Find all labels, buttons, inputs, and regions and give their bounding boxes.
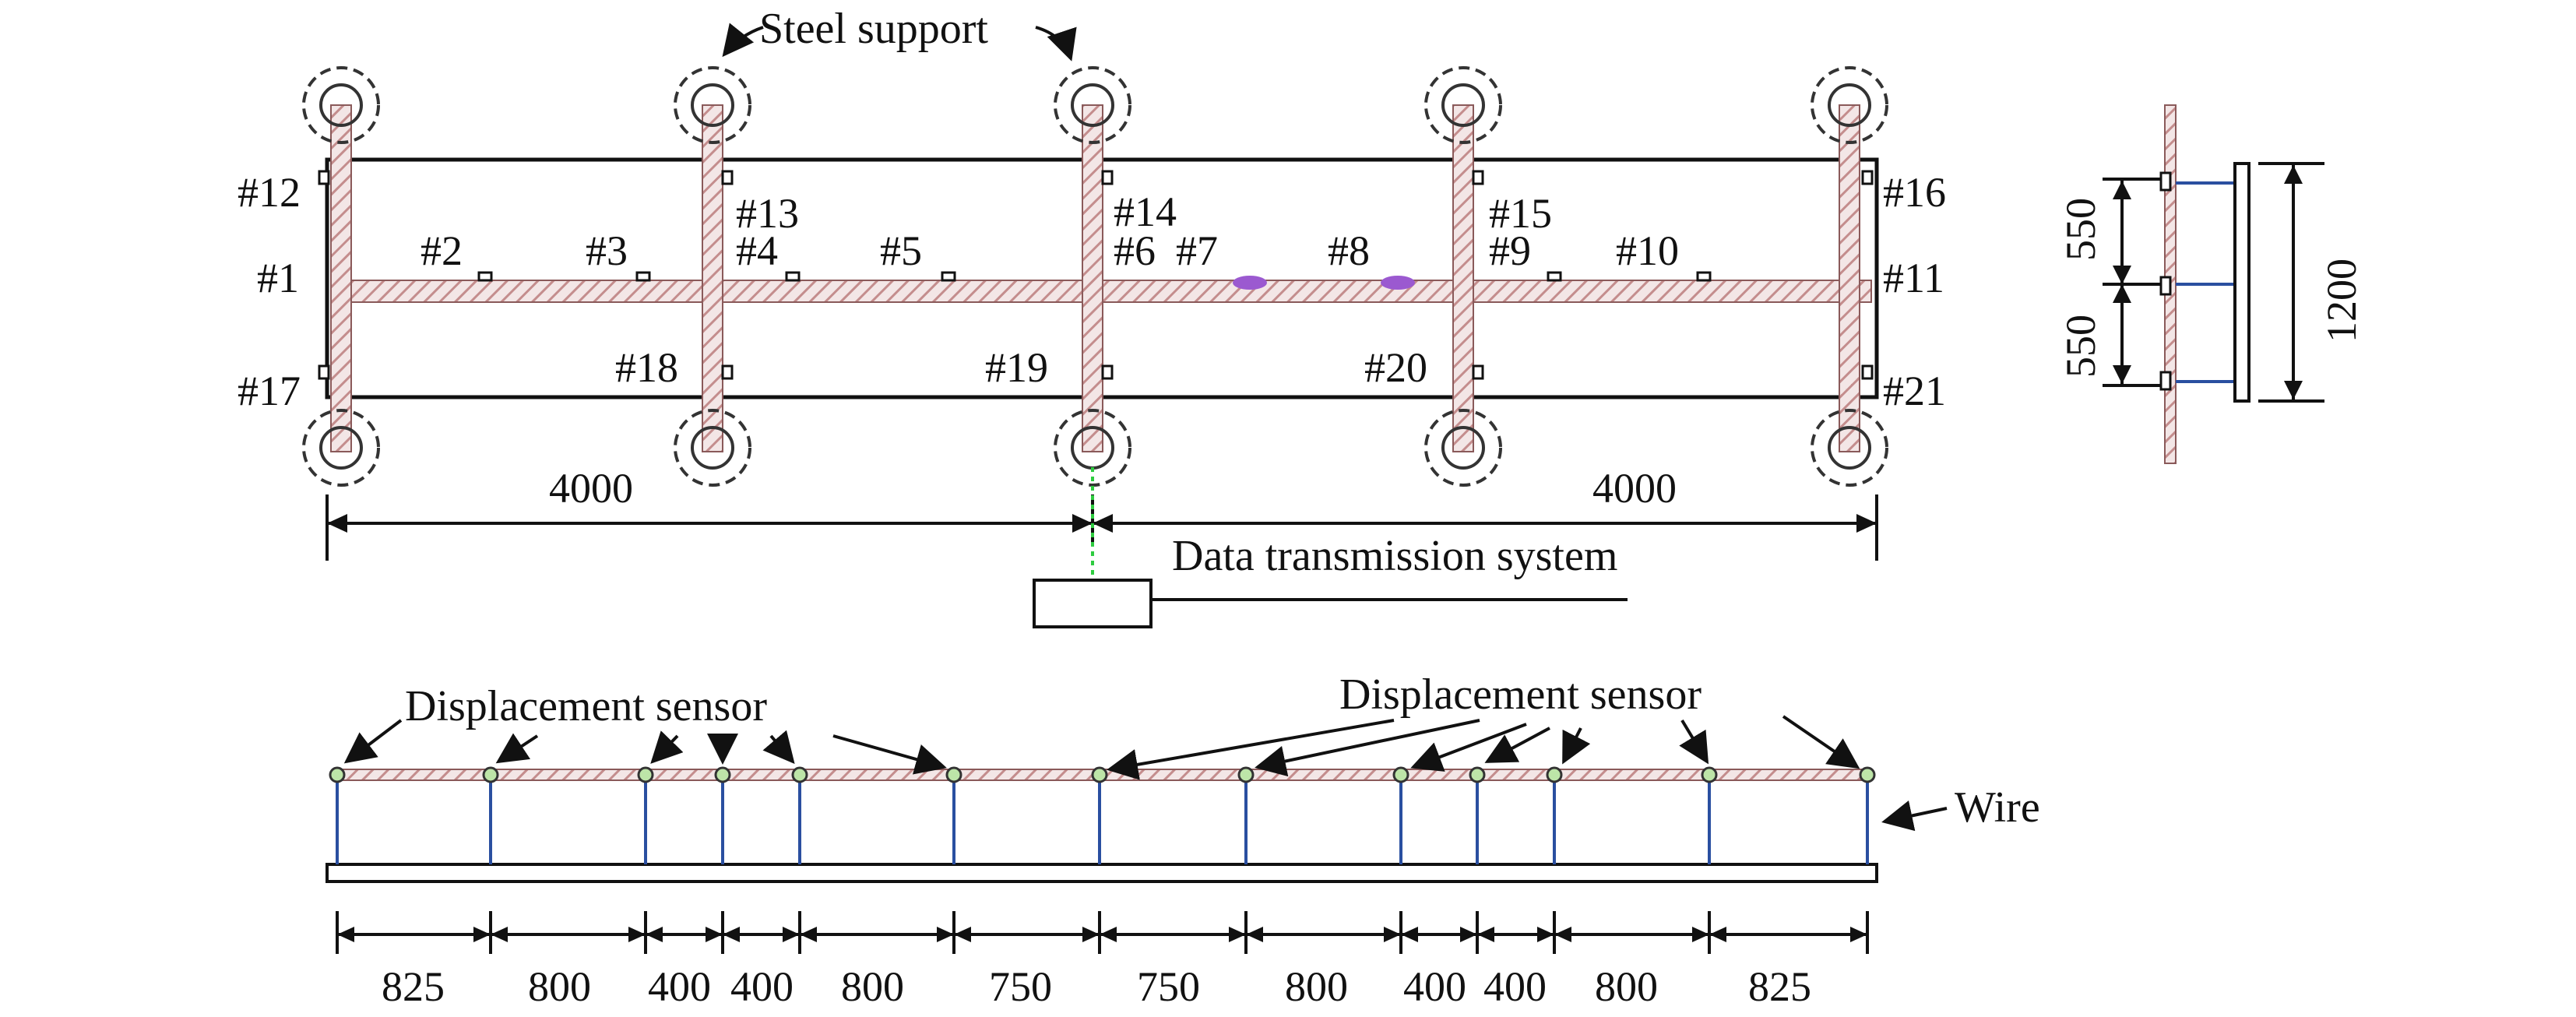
elevation-wires: [336, 775, 1869, 864]
elevation-dim-9: 400: [1403, 963, 1466, 1010]
elevation-dim-8: 800: [1285, 963, 1348, 1010]
sensor-label-19: #19: [985, 344, 1048, 391]
elevation-dim-11: 800: [1595, 963, 1658, 1010]
sensor-label-1: #1: [257, 255, 299, 301]
data-transmission-box: [1033, 579, 1153, 628]
sensor-label-16: #16: [1883, 169, 1946, 216]
elevation-dim-10: 400: [1483, 963, 1547, 1010]
side-sensor-3: [2159, 371, 2172, 391]
side-dim-upper: 550: [2057, 198, 2104, 261]
steel-support-arrow-right: [1035, 26, 1077, 62]
column-3: [1082, 104, 1103, 452]
sensor-label-21: #21: [1883, 368, 1946, 414]
column-5: [1839, 104, 1860, 452]
column-4: [1452, 104, 1474, 452]
side-dim-lower: 550: [2057, 315, 2104, 378]
sensor-label-14: #14: [1114, 188, 1177, 235]
sensor-blocks: [318, 170, 1874, 380]
elevation-dim-line: [336, 911, 1869, 954]
plan-view: #12 #1 #17 #2 #3 #13 #4 #5 #18 #14 #6 #7…: [238, 5, 1946, 628]
sensor-label-17: #17: [238, 368, 301, 414]
plan-dim-left: 4000: [549, 465, 633, 512]
side-dim-arrows: [2113, 181, 2131, 384]
displacement-sensor-arrows: [343, 715, 1860, 780]
plan-dim-arrows: [327, 514, 1877, 533]
steel-support-top: [302, 66, 1888, 144]
elevation-dim-arrows: [337, 927, 1867, 942]
elevation-sensor-nodes: [329, 766, 1876, 783]
sensor-label-4: #4: [736, 227, 778, 274]
elevation-dim-4: 400: [730, 963, 794, 1010]
elevation-dim-5: 800: [841, 963, 904, 1010]
sensor-label-3: #3: [586, 227, 628, 274]
wire-label: Wire: [1955, 783, 2040, 832]
elevation-dim-6: 750: [989, 963, 1052, 1010]
elevation-dim-2: 800: [528, 963, 591, 1010]
sensor-label-10: #10: [1616, 227, 1679, 274]
sensor-label-5: #5: [880, 227, 922, 274]
sensor-label-12: #12: [238, 169, 301, 216]
elevation-dim-3: 400: [648, 963, 711, 1010]
elevation-base: [326, 863, 1878, 883]
column-2: [702, 104, 723, 452]
sensor-8-marker: [1381, 276, 1415, 290]
side-sensor-2: [2159, 276, 2172, 296]
displacement-sensor-label-left: Displacement sensor: [405, 682, 767, 730]
plan-dim-right: 4000: [1592, 465, 1677, 512]
sensor-label-6: #6: [1114, 227, 1156, 274]
side-dim-total: 1200: [2318, 259, 2365, 343]
sensor-7-marker: [1233, 276, 1267, 290]
side-section: 550 550 1200: [2057, 104, 2365, 464]
sensor-label-15: #15: [1489, 190, 1552, 237]
sensor-label-11: #11: [1883, 255, 1944, 301]
side-plate: [2233, 162, 2250, 403]
steel-support-bottom: [302, 409, 1888, 487]
elevation-dim-1: 825: [382, 963, 445, 1010]
side-sensor-1: [2159, 171, 2172, 192]
elevation-view: Displacement sensor Displacement sensor …: [326, 670, 2040, 1010]
sensor-label-7: #7: [1176, 227, 1218, 274]
column-1: [330, 104, 352, 452]
elevation-dim-7: 750: [1137, 963, 1200, 1010]
sensor-label-18: #18: [615, 344, 678, 391]
steel-support-label: Steel support: [759, 5, 988, 53]
displacement-sensor-label-right: Displacement sensor: [1339, 670, 1701, 719]
data-transmission-label: Data transmission system: [1172, 532, 1617, 580]
sensor-label-20: #20: [1364, 344, 1427, 391]
sensor-label-9: #9: [1489, 227, 1531, 274]
steel-support-arrow-left: [722, 23, 764, 58]
wire-arrow: [1881, 800, 1948, 832]
sensor-label-8: #8: [1328, 227, 1370, 274]
sensor-label-2: #2: [421, 227, 463, 274]
sensor-label-13: #13: [736, 190, 799, 237]
elevation-dim-12: 825: [1748, 963, 1811, 1010]
